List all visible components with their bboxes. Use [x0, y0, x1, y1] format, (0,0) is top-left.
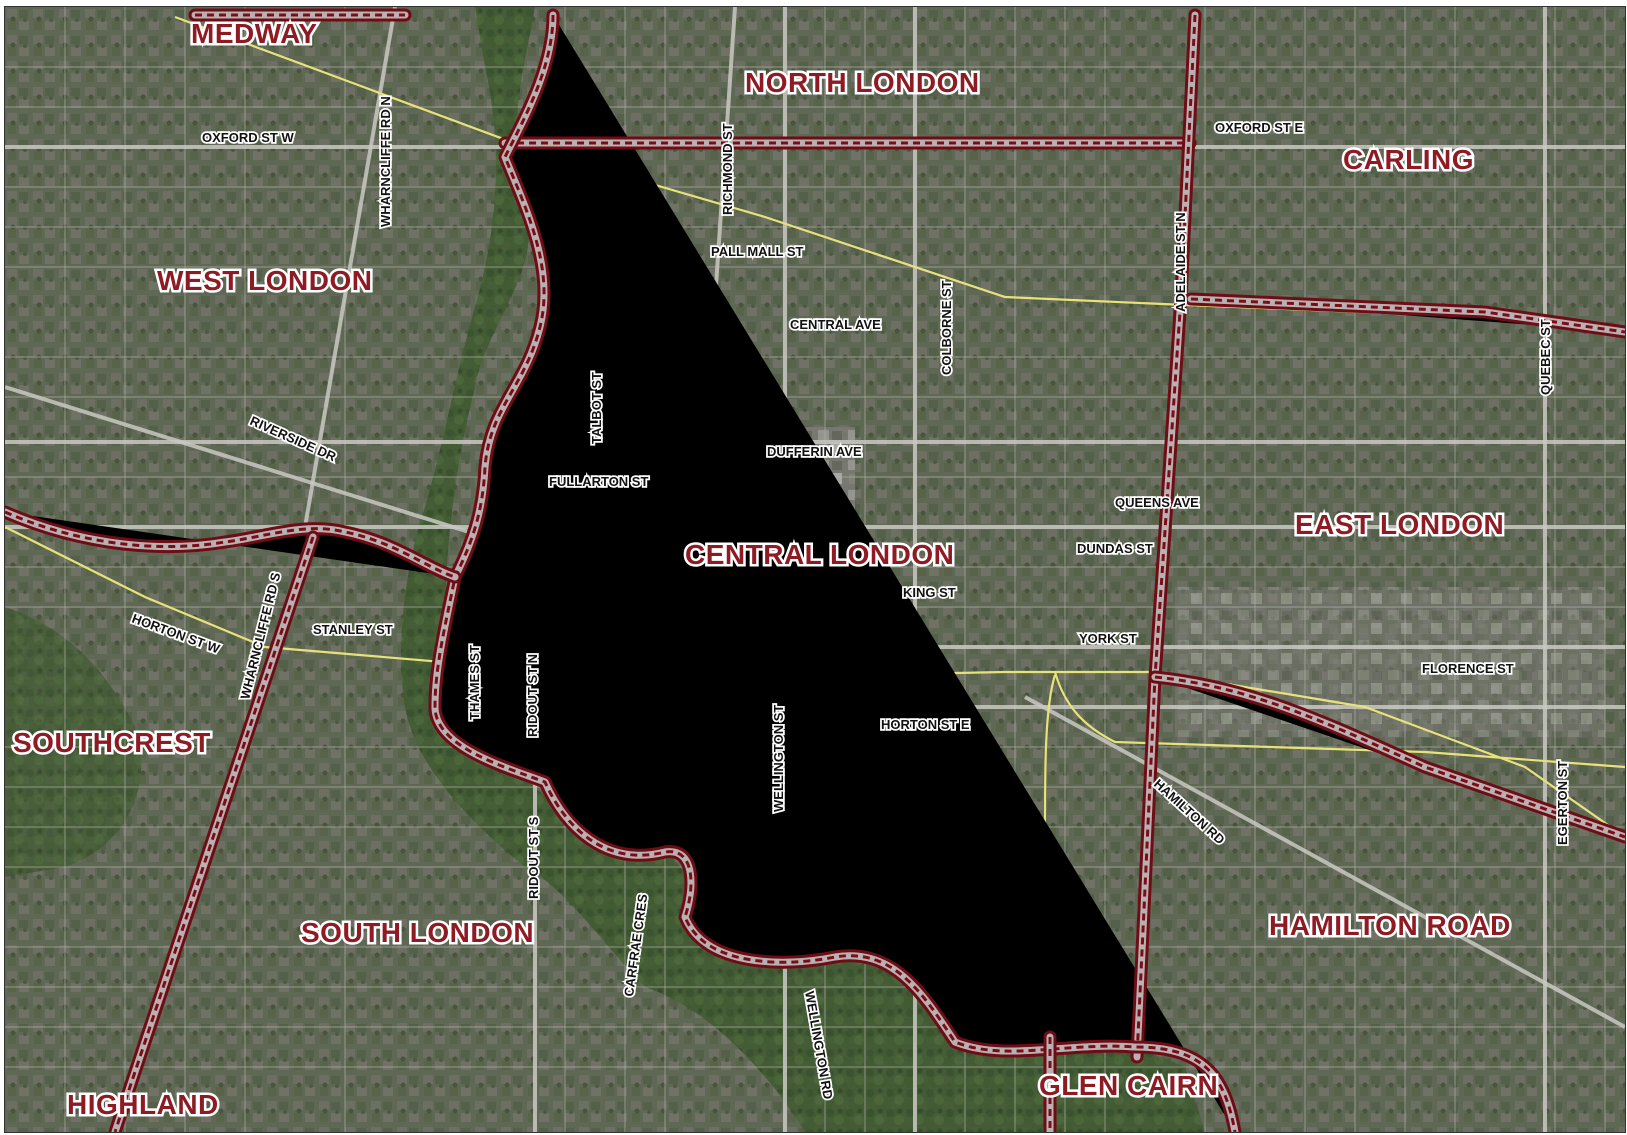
street-label-oxford-st-e: OXFORD ST E — [1215, 120, 1303, 135]
district-label-hamilton-road: HAMILTON ROAD — [1269, 910, 1511, 941]
street-label-dufferin-ave: DUFFERIN AVE — [767, 444, 862, 459]
map-frame[interactable]: OXFORD ST W OXFORD ST E WHARNCLIFFE RD N… — [4, 6, 1626, 1133]
street-label-central-ave: CENTRAL AVE — [790, 317, 881, 332]
street-label-queens-ave: QUEENS AVE — [1115, 495, 1199, 510]
district-label-north-london: NORTH LONDON — [745, 67, 980, 98]
street-label-quebec-st: QUEBEC ST — [1538, 319, 1553, 395]
neighbourhood-map[interactable]: OXFORD ST W OXFORD ST E WHARNCLIFFE RD N… — [5, 7, 1625, 1132]
district-label-west-london: WEST LONDON — [157, 265, 373, 296]
district-labels: MEDWAY NORTH LONDON CARLING WEST LONDON … — [11, 16, 1513, 1123]
street-label-thames-st: THAMES ST — [467, 645, 482, 720]
street-label-york-st: YORK ST — [1079, 631, 1137, 646]
street-label-ridout-st-n: RIDOUT ST N — [525, 654, 540, 737]
district-label-southcrest: SOUTHCREST — [13, 727, 211, 758]
street-label-horton-st-e: HORTON ST E — [881, 717, 970, 732]
street-label-stanley-st: STANLEY ST — [313, 622, 393, 637]
street-label-wharncliffe-rd-n: WHARNCLIFFE RD N — [378, 96, 393, 227]
district-label-glen-cairn: GLEN CAIRN — [1039, 1070, 1218, 1101]
street-label-pall-mall-st: PALL MALL ST — [711, 244, 804, 259]
river-valley-west — [5, 607, 142, 877]
street-label-ridout-st-s: RIDOUT ST S — [526, 816, 541, 899]
street-label-adelaide-st-n: ADELAIDE ST N — [1173, 212, 1188, 312]
street-label-egerton-st: EGERTON ST — [1555, 761, 1570, 845]
street-label-fullarton-st: FULLARTON ST — [549, 474, 648, 489]
district-label-highland: HIGHLAND — [67, 1089, 219, 1120]
street-label-wellington-st: WELLINGTON ST — [771, 705, 786, 812]
street-label-florence-st: FLORENCE ST — [1422, 661, 1514, 676]
district-label-central-london: CENTRAL LONDON — [685, 539, 954, 570]
district-label-south-london: SOUTH LONDON — [301, 917, 534, 948]
street-label-colborne-st: COLBORNE ST — [939, 280, 954, 375]
industrial-area-east — [1175, 587, 1605, 737]
street-label-richmond-st: RICHMOND ST — [720, 123, 735, 215]
street-label-king-st: KING ST — [903, 585, 956, 600]
district-label-carling: CARLING — [1343, 144, 1474, 175]
street-label-dundas-st: DUNDAS ST — [1077, 541, 1153, 556]
district-label-medway: MEDWAY — [191, 18, 317, 49]
district-label-east-london: EAST LONDON — [1295, 509, 1504, 540]
street-label-talbot-st: TALBOT ST — [589, 372, 604, 444]
street-label-oxford-st-w: OXFORD ST W — [202, 130, 294, 145]
